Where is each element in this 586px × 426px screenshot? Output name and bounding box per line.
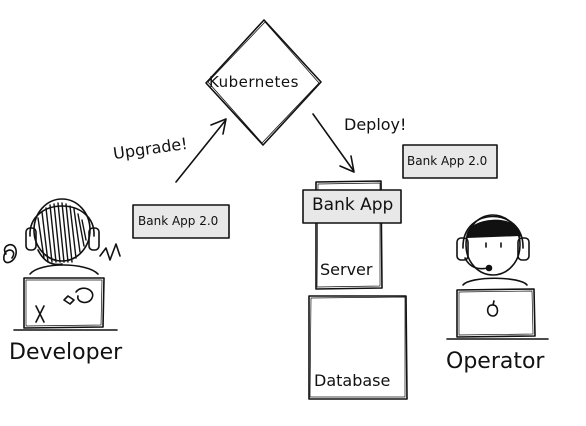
operator-label: Operator <box>446 349 545 374</box>
bank-app-version-box-right <box>402 144 498 179</box>
upgrade-arrow <box>175 118 227 183</box>
database-container <box>308 295 408 400</box>
bank-app-label: Bank App <box>312 195 394 215</box>
server-label: Server <box>320 260 373 279</box>
server-container <box>315 180 383 290</box>
bank-app-version-box-left <box>132 204 230 239</box>
bank-app-version-label-right: Bank App 2.0 <box>407 154 488 168</box>
operator-figure <box>446 214 549 340</box>
developer-figure <box>3 198 121 331</box>
database-label: Database <box>314 371 391 390</box>
bank-app-box <box>302 189 402 224</box>
deploy-label: Deploy! <box>344 115 407 134</box>
bank-app-version-label-left: Bank App 2.0 <box>138 214 219 228</box>
deploy-arrow <box>312 113 355 173</box>
kubernetes-label: Kubernetes <box>209 73 299 91</box>
developer-label: Developer <box>9 340 123 365</box>
kubernetes-diamond <box>205 19 322 146</box>
